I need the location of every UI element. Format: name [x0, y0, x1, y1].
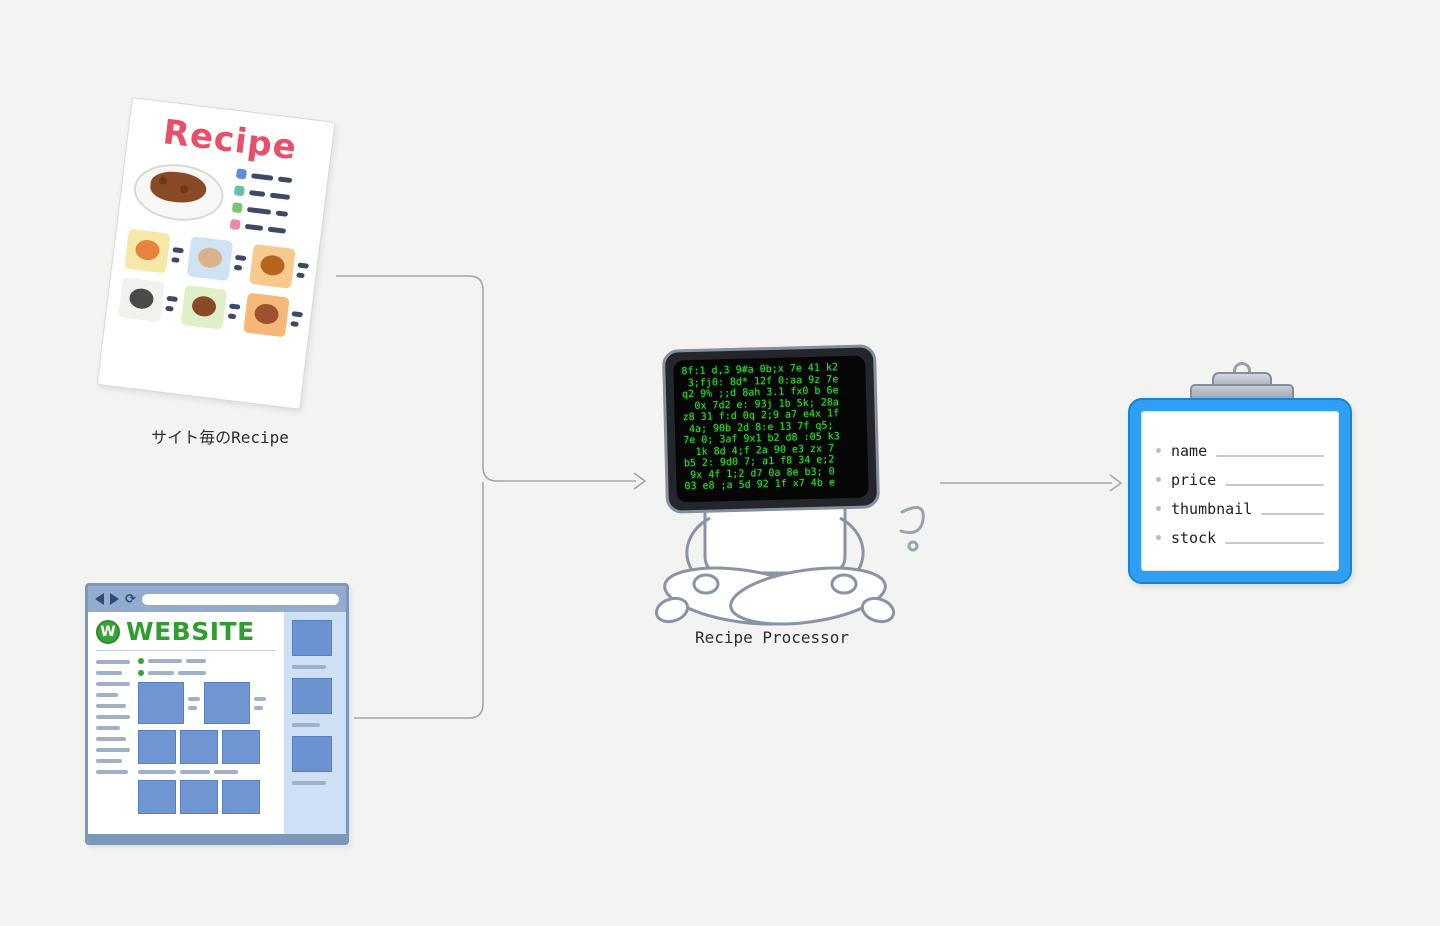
- list-bullet-icon: [138, 670, 144, 676]
- field-underline: [1261, 512, 1324, 515]
- field-label: name: [1171, 441, 1208, 460]
- recipe-text-lines: [229, 168, 316, 239]
- field-bullet-icon: [1156, 448, 1161, 453]
- website-image-placeholder: [222, 780, 260, 814]
- text-row: [233, 185, 314, 206]
- website-sidebar: [284, 612, 346, 834]
- food-thumbnail: [180, 285, 228, 331]
- field-underline: [1216, 454, 1324, 457]
- smoke-dot-icon: [907, 540, 919, 552]
- recipe-dish-photo: [130, 159, 227, 226]
- refresh-icon: ⟳: [125, 591, 136, 607]
- website-nav-list: [96, 658, 132, 814]
- website-image-placeholder: [138, 682, 184, 724]
- right-foot: [860, 596, 896, 624]
- list-bullet-icon: [138, 658, 144, 664]
- website-main-column: W WEBSITE: [88, 612, 284, 834]
- food-thumbnail: [186, 236, 234, 282]
- field-bullet-icon: [1156, 535, 1161, 540]
- text-dash: [275, 210, 289, 217]
- sidebar-image-placeholder: [292, 736, 332, 772]
- website-image-placeholder: [180, 780, 218, 814]
- divider: [96, 650, 276, 651]
- text-dash: [277, 176, 293, 183]
- clipboard-field-row: thumbnail: [1156, 494, 1324, 523]
- field-underline: [1225, 483, 1324, 486]
- recipe-thumb-cell: [186, 236, 248, 284]
- smoke-icon: [899, 506, 925, 535]
- text-dash: [251, 173, 274, 181]
- website-logo-icon: W: [96, 619, 120, 644]
- text-dash: [248, 189, 266, 197]
- connector-recipe-to-processor: [336, 275, 636, 482]
- field-bullet-icon: [1156, 506, 1161, 511]
- clipboard-field-row: name: [1156, 436, 1324, 465]
- bullet-icon: [235, 168, 247, 180]
- back-icon: [95, 593, 104, 605]
- field-label: thumbnail: [1171, 499, 1253, 518]
- text-dash: [267, 226, 287, 234]
- processor-label: Recipe Processor: [694, 628, 850, 647]
- connector-website-to-junction: [354, 482, 484, 719]
- food-thumbnail: [243, 292, 290, 338]
- website-image-placeholder: [138, 780, 176, 814]
- text-row: [235, 168, 316, 189]
- text-dash: [269, 192, 291, 200]
- processor-screen: 8f:1 d,3 9#a 0b;x 7e 41 k2 3;fj0: 8d* 12…: [673, 355, 869, 503]
- website-window: ⟳ W WEBSITE: [85, 583, 349, 845]
- clipboard-paper: name price thumbnail stock: [1141, 411, 1339, 571]
- website-content: W WEBSITE: [88, 612, 346, 834]
- forward-icon: [110, 593, 119, 605]
- website-logo-row: W WEBSITE: [96, 619, 276, 644]
- bullet-icon: [229, 219, 241, 231]
- text-dash: [244, 223, 264, 231]
- website-image-placeholder: [204, 682, 250, 724]
- field-bullet-icon: [1156, 477, 1161, 482]
- bullet-icon: [233, 185, 245, 197]
- bullet-icon: [231, 202, 243, 214]
- recipe-thumb-cell: [180, 285, 242, 332]
- website-image-placeholder: [222, 730, 260, 764]
- website-image-placeholder: [180, 730, 218, 764]
- recipe-thumbnail-grid: [118, 228, 310, 340]
- food-thumbnail: [118, 277, 165, 323]
- recipe-thumb-cell: [118, 277, 179, 325]
- field-label: price: [1171, 470, 1217, 489]
- arrowhead-into-clipboard-icon: [1109, 474, 1123, 492]
- browser-toolbar: ⟳: [88, 586, 346, 612]
- recipe-photo-row: [130, 157, 315, 239]
- sidebar-image-placeholder: [292, 678, 332, 714]
- window-bottom-bar: [88, 834, 346, 842]
- clipboard-field-row: stock: [1156, 523, 1324, 552]
- dish-food-icon: [148, 168, 208, 206]
- right-hand: [830, 573, 858, 595]
- text-row: [229, 219, 310, 239]
- left-hand: [692, 573, 720, 595]
- sidebar-image-placeholder: [292, 620, 332, 656]
- recipe-source-caption: サイト毎のRecipe: [151, 428, 289, 447]
- food-thumbnail: [249, 244, 296, 290]
- food-thumbnail: [124, 228, 171, 274]
- left-foot: [654, 596, 690, 624]
- website-image-placeholder: [138, 730, 176, 764]
- clipboard-frame: name price thumbnail stock: [1128, 398, 1352, 584]
- address-bar: [141, 593, 339, 605]
- recipe-thumb-cell: [124, 228, 185, 276]
- output-clipboard: name price thumbnail stock: [1128, 358, 1356, 586]
- text-row: [231, 202, 312, 222]
- field-underline: [1225, 541, 1324, 544]
- clipboard-field-row: price: [1156, 465, 1324, 494]
- text-dash: [246, 206, 272, 215]
- recipe-thumb-cell: [249, 244, 310, 291]
- field-label: stock: [1171, 528, 1217, 547]
- website-article-area: [138, 658, 276, 814]
- website-title: WEBSITE: [126, 617, 255, 646]
- recipe-thumb-cell: [243, 292, 304, 340]
- recipe-card: Recipe: [96, 97, 336, 410]
- processor-monitor: 8f:1 d,3 9#a 0b;x 7e 41 k2 3;fj0: 8d* 12…: [661, 344, 881, 514]
